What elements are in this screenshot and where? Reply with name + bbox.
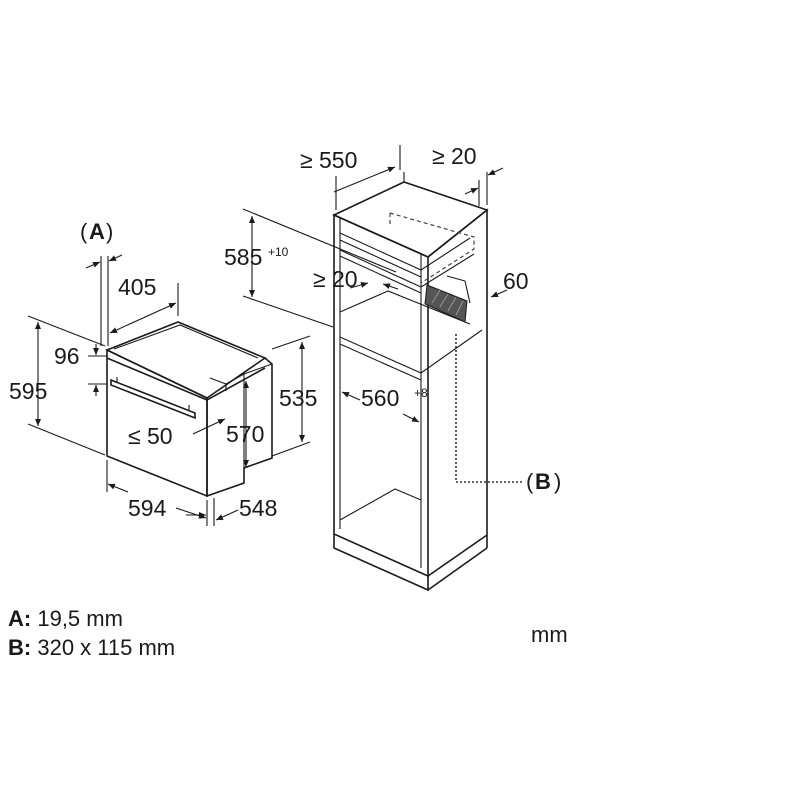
svg-text:585: 585 xyxy=(224,244,262,270)
callout-b: ( B ) xyxy=(526,469,561,494)
svg-text:): ) xyxy=(554,469,561,494)
dim-cabinet-560: 560 +8 xyxy=(341,385,428,423)
svg-text:595: 595 xyxy=(9,378,47,404)
svg-text:A: A xyxy=(89,219,105,244)
callout-a: ( A ) xyxy=(80,219,123,346)
dim-cabinet-rear-gap: ≥ 20 xyxy=(432,143,504,206)
legend: A: 19,5 mm B: 320 x 115 mm xyxy=(8,604,175,662)
svg-text:594: 594 xyxy=(128,495,167,521)
svg-text:≥ 20: ≥ 20 xyxy=(313,266,358,292)
oven-top xyxy=(105,321,267,399)
svg-text:560: 560 xyxy=(361,385,399,411)
oven-handle xyxy=(110,378,196,420)
svg-text:535: 535 xyxy=(279,385,317,411)
cabinet-drawing xyxy=(332,172,523,592)
legend-key: A: xyxy=(8,606,32,631)
dim-cabinet-shelf-gap: ≥ 20 xyxy=(313,266,399,292)
svg-text:+8: +8 xyxy=(414,386,428,400)
svg-text:(: ( xyxy=(80,219,88,244)
legend-row-b: B: 320 x 115 mm xyxy=(8,633,175,662)
svg-text:≥ 20: ≥ 20 xyxy=(432,143,477,169)
oven-drawing xyxy=(105,321,273,498)
svg-text:60: 60 xyxy=(503,268,529,294)
dim-oven-96: 96 xyxy=(54,343,107,396)
dim-cabinet-vent: 60 xyxy=(446,268,529,304)
legend-row-a: A: 19,5 mm xyxy=(8,604,175,633)
dim-oven-door-gap: ≤ 50 xyxy=(128,418,226,449)
dim-oven-405: 405 xyxy=(109,274,179,334)
dim-oven-595: 595 xyxy=(9,315,106,456)
unit-label: mm xyxy=(531,622,568,647)
svg-text:570: 570 xyxy=(226,421,264,447)
svg-text:96: 96 xyxy=(54,343,80,369)
dim-oven-548: 548 xyxy=(186,495,277,526)
dim-oven-570: 570 xyxy=(226,381,264,467)
legend-value: 320 x 115 mm xyxy=(37,635,176,660)
svg-text:B: B xyxy=(535,469,551,494)
svg-text:≥ 550: ≥ 550 xyxy=(300,147,357,173)
legend-key: B: xyxy=(8,635,32,660)
dim-cabinet-585: 585 +10 xyxy=(224,208,397,328)
svg-text:+10: +10 xyxy=(268,245,289,259)
svg-text:(: ( xyxy=(526,469,534,494)
svg-text:405: 405 xyxy=(118,274,156,300)
vent-opening xyxy=(424,284,468,323)
dim-oven-594: 594 xyxy=(106,460,208,526)
svg-text:≤ 50: ≤ 50 xyxy=(128,423,173,449)
svg-text:548: 548 xyxy=(239,495,277,521)
dim-oven-535: 535 xyxy=(271,335,317,457)
svg-text:): ) xyxy=(106,219,113,244)
legend-value: 19,5 mm xyxy=(37,606,123,631)
dim-cabinet-550: ≥ 550 xyxy=(300,145,401,210)
